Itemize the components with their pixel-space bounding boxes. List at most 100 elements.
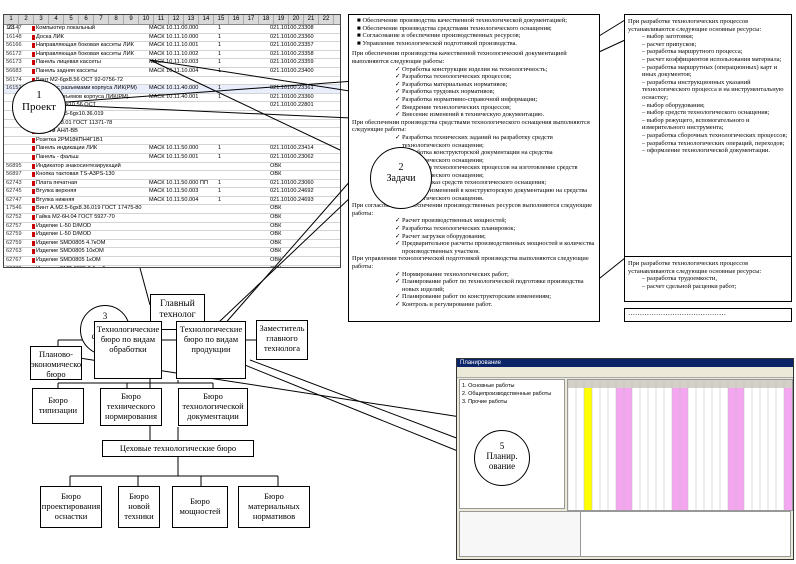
task-item: ✓ Планирование работ по конструкторским … bbox=[395, 293, 551, 301]
cell-name: Изделие L-50 D/MOD bbox=[36, 222, 92, 229]
tree-item[interactable]: 2. Общепроизводственные работы bbox=[462, 391, 552, 397]
sheet-column-label[interactable]: 19 bbox=[274, 15, 289, 24]
cell-id: 16152 bbox=[6, 85, 22, 92]
sheet-column-label[interactable]: 13 bbox=[184, 15, 199, 24]
panel-line: – разработка сборочных технологических п… bbox=[642, 131, 788, 139]
cell-name: Изделие SMD0805 4.7кОМ bbox=[36, 239, 106, 246]
sheet-column-label[interactable]: 2 bbox=[19, 15, 34, 24]
sheet-column-label[interactable]: 4 bbox=[49, 15, 64, 24]
project-label: Проект bbox=[22, 101, 56, 113]
sheet-column-label[interactable]: 18 bbox=[259, 15, 274, 24]
sheet-column-label[interactable]: 16 bbox=[229, 15, 244, 24]
box-label: Заместитель главного технолога bbox=[259, 323, 305, 353]
sheet-column-label[interactable]: 1 bbox=[4, 15, 19, 24]
sheet-column-label[interactable]: 3 bbox=[34, 15, 49, 24]
sheet-column-label[interactable]: 22 bbox=[319, 15, 334, 24]
cell-ref: 021.10100.22801 bbox=[270, 102, 314, 109]
cell-code: МАСК 10.11.50.003 bbox=[149, 188, 199, 195]
row-marker-icon bbox=[32, 137, 35, 143]
cell-name: Изделие SMD0805 1кОМ bbox=[36, 257, 101, 264]
sheet-column-label[interactable]: 23 bbox=[4, 24, 19, 33]
cell-name: Розетка 2РМ18КПН4Г1В1 bbox=[36, 136, 103, 143]
planner-title: Планирование bbox=[460, 360, 501, 366]
sheet-column-label[interactable]: 5 bbox=[64, 15, 79, 24]
planning-number: 5 bbox=[499, 441, 505, 451]
tasks-list-4: ✓ Нормирование технологических работ;✓ П… bbox=[352, 271, 596, 309]
cell-ref: ОВК bbox=[270, 171, 282, 178]
cell-qty: 1 bbox=[218, 153, 222, 160]
cell-id: 56895 bbox=[6, 162, 22, 169]
sheet-column-label[interactable]: 12 bbox=[169, 15, 184, 24]
row-marker-icon bbox=[32, 223, 35, 229]
task-item: ✓ Расчет производственных мощностей; bbox=[395, 217, 507, 225]
cell-name: Гайка М2-6Н.04 ГОСТ 5927-70 bbox=[36, 214, 115, 221]
task-item: ✓ Внесение изменений в конструкторскую д… bbox=[395, 187, 588, 202]
tasks-section-4: При управлении технологической подготовк… bbox=[352, 255, 589, 270]
cell-name: Панель лицевая кассеты bbox=[36, 59, 101, 66]
row-marker-icon bbox=[32, 232, 35, 238]
sheet-column-label[interactable]: 9 bbox=[124, 15, 139, 24]
cell-name: Панель с разъемами корпуса ЛИК(РМ) bbox=[36, 85, 137, 92]
table-row[interactable]: Розетка 2РМ18КПН4Г1В1 bbox=[4, 137, 340, 146]
tasks-list-2: ✓ Разработка технических заданий на разр… bbox=[352, 134, 596, 202]
cell-name: Панель разъемов корпуса ЛИК(РМ) bbox=[36, 93, 129, 100]
task-item: ■ Обеспечение производства средствами те… bbox=[357, 24, 552, 32]
sheet-column-label[interactable]: 17 bbox=[244, 15, 259, 24]
row-marker-icon bbox=[32, 206, 35, 212]
cell-ref: 021.10100.23062 bbox=[270, 153, 314, 160]
cell-code: МАСК 10.11.40.000 bbox=[149, 85, 199, 92]
tree-item[interactable]: 3. Прочие работы bbox=[462, 399, 508, 405]
panel-line: – выбор средств технологического оснащен… bbox=[642, 109, 770, 117]
tree-item[interactable]: 1. Основные работы bbox=[462, 383, 515, 389]
cell-id: 16148 bbox=[6, 33, 22, 40]
task-item: ■ Согласование и обеспечение производств… bbox=[357, 32, 521, 40]
cell-ref: 021.10100.23308 bbox=[270, 25, 314, 31]
box-label: Бюро типизации bbox=[38, 395, 78, 415]
row-marker-icon bbox=[32, 172, 35, 178]
cell-ref: 021.10100.23060 bbox=[270, 179, 314, 186]
sheet-column-label[interactable]: 10 bbox=[139, 15, 154, 24]
sheet-column-label[interactable]: 11 bbox=[154, 15, 169, 24]
sheet-column-label[interactable]: 8 bbox=[109, 15, 124, 24]
row-marker-icon bbox=[32, 163, 35, 169]
sheet-column-label[interactable]: 14 bbox=[199, 15, 214, 24]
gantt-weekend-column bbox=[680, 388, 688, 510]
sheet-column-label[interactable]: 6 bbox=[79, 15, 94, 24]
planning-circle: 5 Планир. ование bbox=[474, 430, 530, 486]
task-item: ✓ Внесение изменений в техническую докум… bbox=[395, 111, 545, 119]
typization-bureau: Бюро типизации bbox=[32, 388, 84, 424]
row-marker-icon bbox=[32, 215, 35, 221]
cell-name: Плата печатная bbox=[36, 179, 78, 186]
sheet-column-label[interactable]: 21 bbox=[304, 15, 319, 24]
panel-line: – разработка технологических операций, п… bbox=[642, 139, 785, 147]
sheet-column-label[interactable]: 20 bbox=[289, 15, 304, 24]
sheet-column-label[interactable]: 7 bbox=[94, 15, 109, 24]
task-item: ✓ Разработка технологических планировок; bbox=[395, 225, 516, 233]
cell-name: Панель задняя кассеты bbox=[36, 67, 98, 74]
cell-ref: 021.10100.23361 bbox=[270, 85, 314, 92]
tooling-bureau: Бюро проектирования оснастки bbox=[40, 486, 102, 528]
sheet-column-label[interactable]: 15 bbox=[214, 15, 229, 24]
gantt-weekend-column bbox=[784, 388, 792, 510]
cell-id: 62743 bbox=[6, 179, 22, 186]
